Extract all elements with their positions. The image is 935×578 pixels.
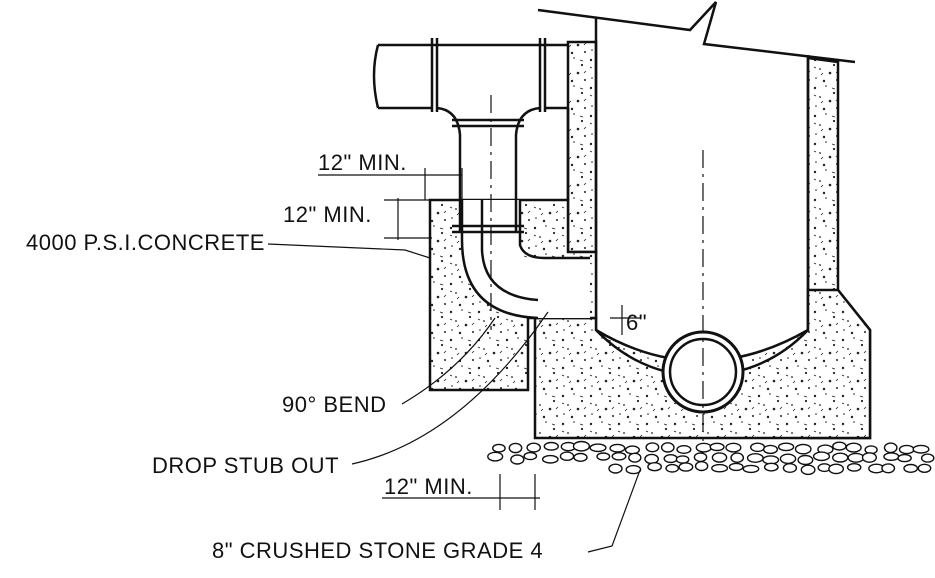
stone-pebble	[797, 454, 814, 466]
stone-pebble	[846, 462, 862, 472]
stone-pebble	[763, 462, 779, 472]
stone-pebble	[861, 452, 878, 463]
drop-pipe-bore	[462, 200, 590, 318]
bend-leader: 90° BEND	[282, 317, 496, 417]
stone-pebble	[812, 451, 831, 462]
label-90-bend: 90° BEND	[282, 392, 387, 417]
stone-pebble	[523, 451, 538, 461]
stone-pebble	[573, 452, 588, 463]
stone-pebble	[645, 442, 660, 453]
stone-pebble	[508, 442, 523, 454]
stone-pebble	[711, 463, 729, 473]
dimension-12-min-bottom: 12" MIN.	[382, 474, 540, 510]
stone-pebble	[881, 463, 896, 474]
stone-pebble	[647, 462, 662, 472]
stone-pebble	[725, 442, 742, 453]
stone-pebble	[832, 441, 847, 451]
stone-pebble	[711, 452, 728, 463]
stone-pebble	[628, 452, 642, 463]
stone-pebble	[709, 442, 725, 452]
stone-pebble	[742, 464, 760, 474]
dimension-6-inch: 6"	[610, 305, 647, 335]
stone-pebble	[883, 452, 900, 461]
stone-pebble	[695, 442, 712, 453]
stone-pebble	[676, 445, 692, 455]
stone-pebble	[608, 463, 623, 474]
stone-pebble	[794, 443, 812, 455]
stone-pebble	[625, 464, 642, 475]
concrete-leader: 4000 P.S.I.CONCRETE	[26, 230, 431, 259]
stone-pebble	[624, 445, 641, 455]
stone-pebble	[510, 454, 525, 465]
label-12-min-bottom: 12" MIN.	[384, 474, 473, 499]
inlet-pipe	[372, 38, 570, 234]
stone-pebble	[675, 455, 690, 464]
stone-pebble	[611, 451, 627, 461]
label-crushed-stone: 8" CRUSHED STONE GRADE 4	[212, 538, 543, 563]
label-12-min-mid: 12" MIN.	[283, 202, 372, 227]
label-6-inch: 6"	[626, 310, 647, 335]
stone-pebble	[678, 462, 694, 472]
stone-pebble	[589, 443, 607, 453]
stone-pebble	[749, 442, 766, 453]
stone-pebble	[694, 461, 709, 472]
stone-pebble	[912, 444, 930, 454]
stone-pebble	[491, 443, 506, 453]
stone-pebble	[917, 463, 932, 473]
label-drop-stub-out: DROP STUB OUT	[152, 453, 339, 478]
stone-pebble	[777, 442, 795, 452]
stone-pebble	[845, 442, 862, 453]
stone-pebble	[487, 451, 504, 462]
label-12-min-top: 12" MIN.	[318, 150, 407, 175]
stone-pebble	[660, 442, 675, 453]
crushed-stone-bed	[487, 440, 935, 476]
dimension-12-min-top: 12" MIN.	[318, 150, 463, 200]
stone-pebble	[541, 454, 559, 464]
stone-pebble	[730, 452, 745, 464]
stone-pebble	[665, 463, 680, 473]
stone-pebble	[693, 452, 708, 463]
stone-leader: 8" CRUSHED STONE GRADE 4	[212, 469, 641, 563]
stone-pebble	[572, 440, 591, 452]
stone-pebble	[779, 453, 797, 465]
stub-leader: DROP STUB OUT	[152, 311, 549, 478]
stone-pebble	[782, 463, 798, 474]
stone-pebble	[543, 441, 559, 451]
manhole-left-wall	[566, 40, 598, 254]
stone-pebble	[526, 442, 542, 453]
stone-pebble	[903, 463, 919, 474]
stone-pebble	[609, 443, 626, 453]
break-line	[537, 1, 856, 64]
stone-pebble	[920, 453, 935, 463]
stone-pebble	[883, 442, 898, 454]
stone-pebble	[663, 454, 678, 464]
stone-pebble	[728, 462, 744, 472]
stone-pebble	[832, 452, 849, 463]
stone-pebble	[762, 444, 779, 455]
dimension-12-min-mid: 12" MIN.	[283, 198, 432, 240]
label-concrete: 4000 P.S.I.CONCRETE	[26, 230, 265, 255]
stone-pebble	[828, 463, 844, 475]
stone-pebble	[897, 453, 912, 463]
stone-pebble	[559, 451, 575, 462]
stone-pebble	[800, 464, 816, 476]
stone-pebble	[596, 452, 611, 461]
stone-pebble	[898, 444, 915, 455]
stone-pebble	[746, 453, 764, 464]
stone-pebble	[847, 452, 865, 463]
